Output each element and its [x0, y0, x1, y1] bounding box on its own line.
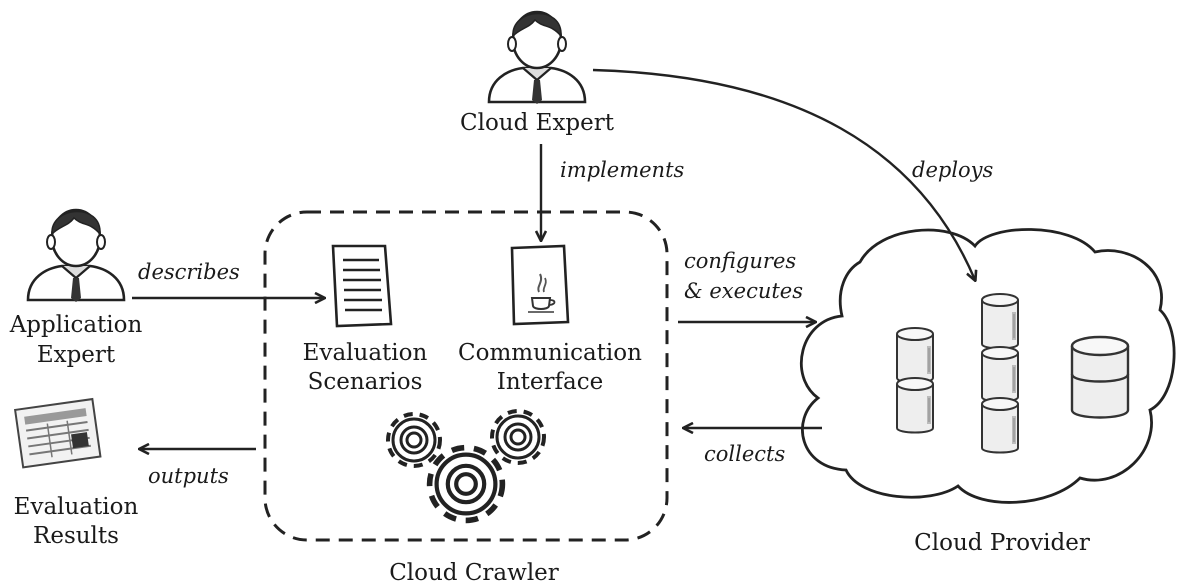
configures-label-line2: & executes — [684, 279, 803, 303]
collects-label: collects — [704, 442, 785, 466]
configures-label-line1: configures — [684, 249, 796, 273]
evaluation-scenarios-label-line1: Evaluation — [303, 340, 428, 366]
database-icon — [1070, 335, 1130, 419]
gear-icon — [490, 409, 546, 465]
deploys-label: deploys — [912, 158, 994, 182]
server-icon — [896, 327, 934, 384]
describes-label: describes — [138, 260, 240, 284]
server-icon — [981, 346, 1019, 403]
cloud-crawler-box — [263, 210, 669, 542]
gear-icon — [386, 412, 442, 468]
application-expert-label-line1: Application — [9, 312, 143, 338]
outputs-label: outputs — [148, 464, 229, 488]
evaluation-results-label-line1: Evaluation — [14, 494, 139, 520]
application-expert-icon — [26, 208, 126, 304]
cloud-expert-label: Cloud Expert — [460, 110, 615, 136]
application-expert-label-line2: Expert — [37, 342, 116, 368]
java-file-icon — [510, 244, 570, 326]
server-icon — [981, 397, 1019, 454]
server-icon — [981, 293, 1019, 350]
cloud-expert-icon — [487, 10, 587, 106]
spreadsheet-icon — [13, 397, 102, 469]
evaluation-results-label-line2: Results — [33, 523, 119, 549]
deploys-arrow — [592, 68, 975, 280]
communication-interface-label-line1: Communication — [458, 340, 642, 366]
implements-label: implements — [560, 158, 685, 182]
gear-icon — [430, 448, 503, 521]
communication-interface-label-line2: Interface — [497, 369, 603, 395]
cloud-crawler-label: Cloud Crawler — [389, 560, 559, 586]
cloud-provider-label: Cloud Provider — [914, 530, 1090, 556]
document-icon — [331, 244, 393, 328]
server-icon — [896, 377, 934, 434]
evaluation-scenarios-label-line2: Scenarios — [308, 369, 423, 395]
